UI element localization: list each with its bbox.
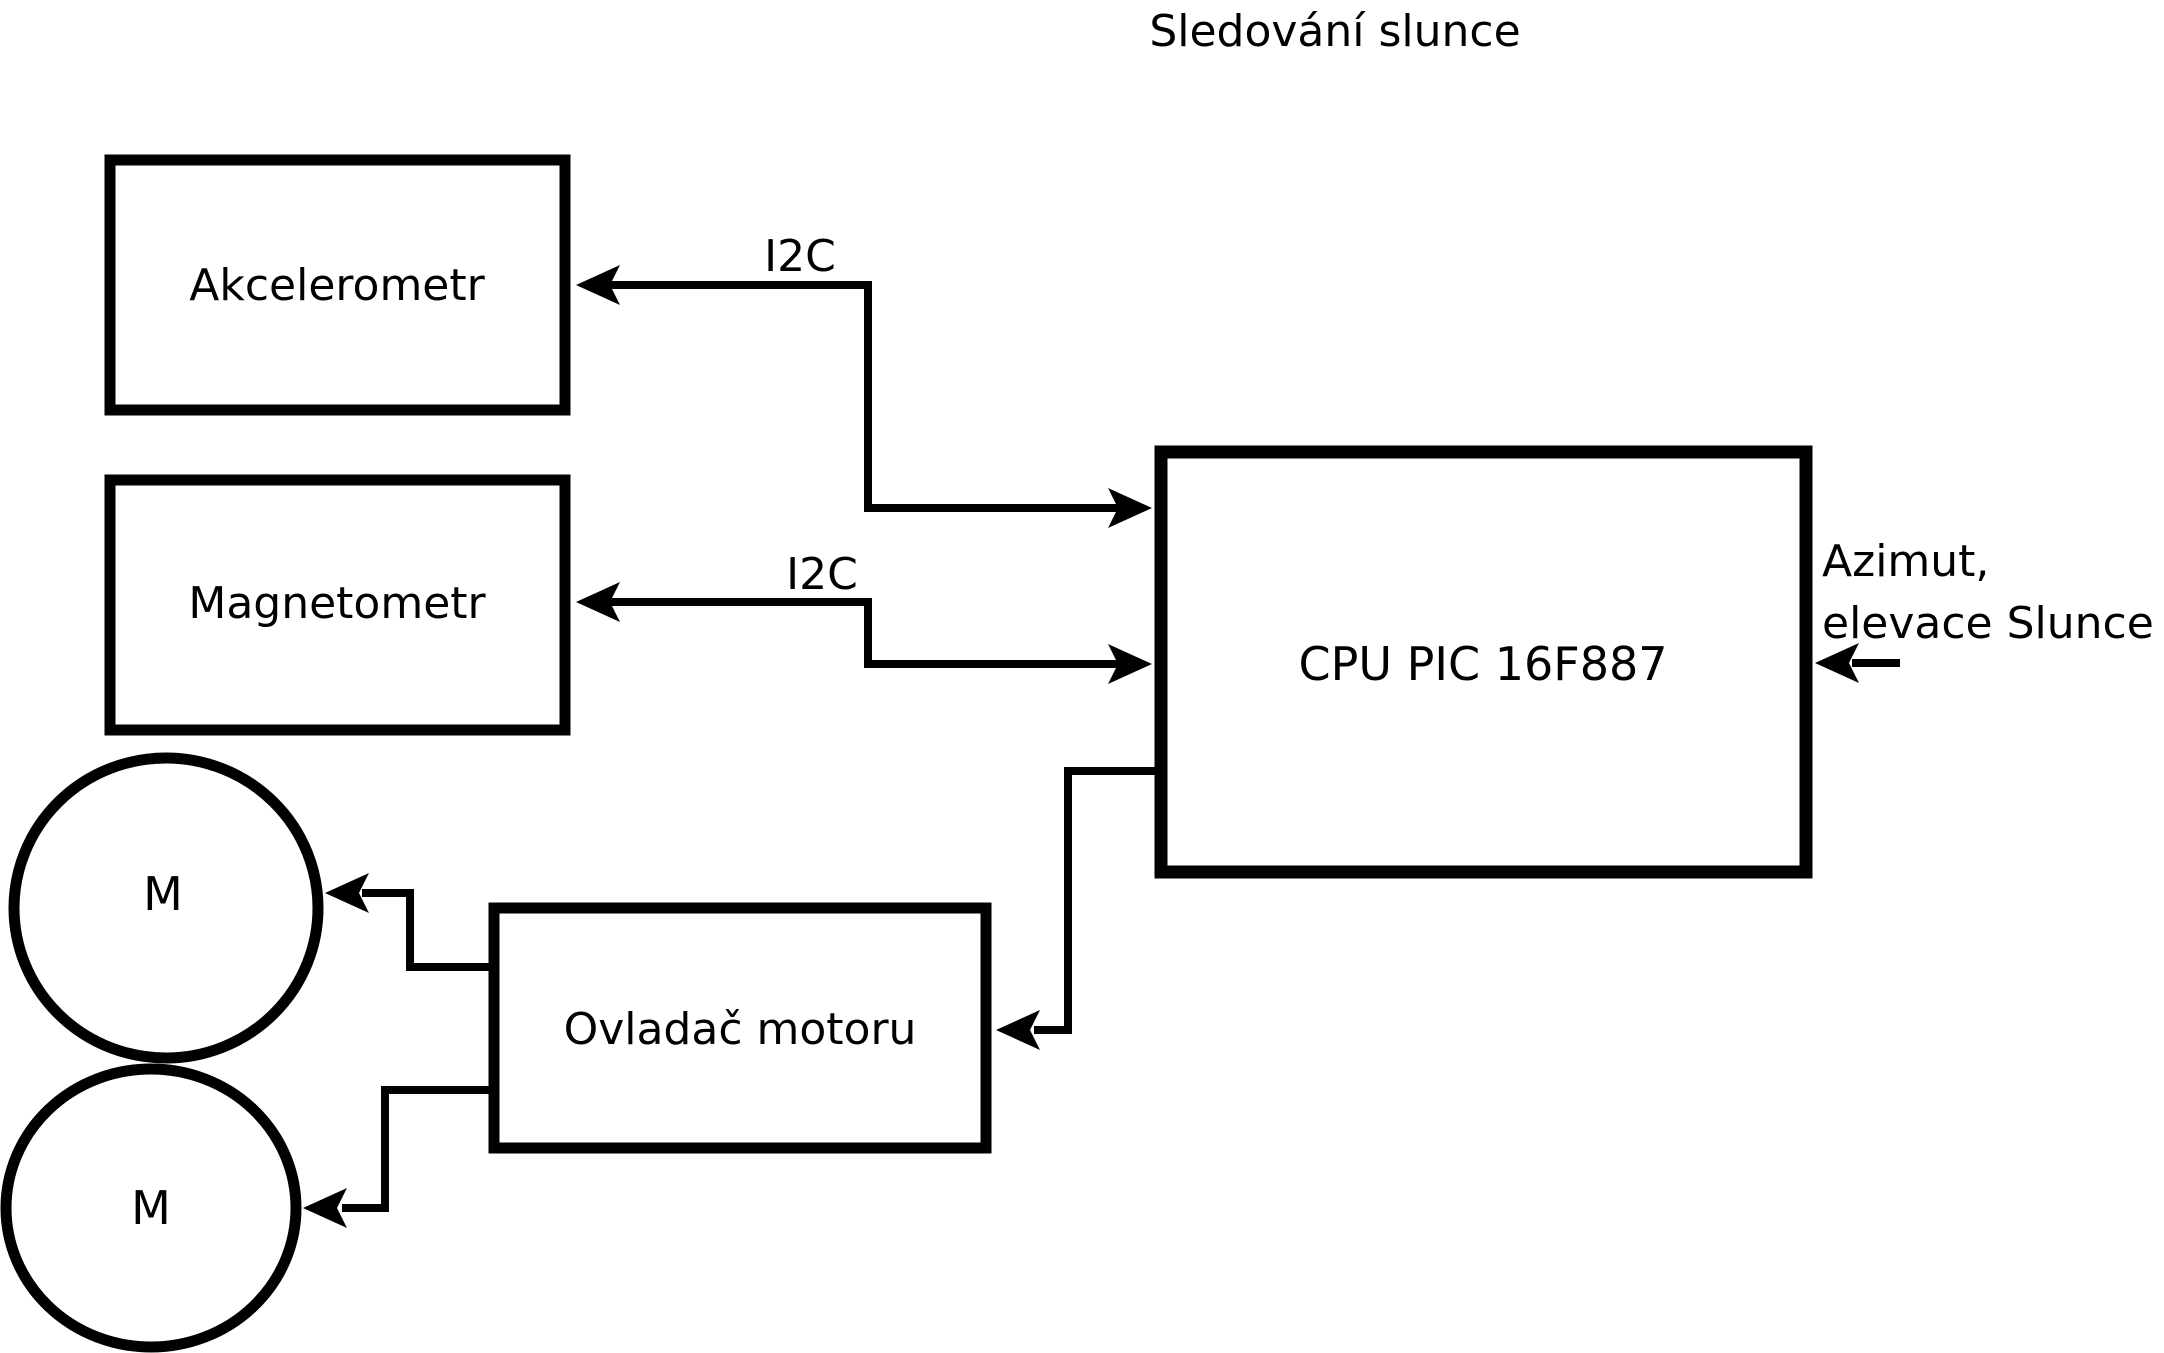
azimuth-label-line1: Azimut, [1822, 536, 1989, 587]
arrowhead-into-motor2-icon [303, 1188, 347, 1228]
motor1-label: M [143, 867, 183, 921]
arrowhead-into-magnetometer-icon [576, 582, 620, 622]
i2c-accelerometer-wire [606, 281, 1120, 512]
accelerometer-box [104, 154, 571, 416]
page-title: Sledování slunce [1149, 6, 1520, 57]
azimuth-label-line2: elevace Slunce [1822, 598, 2154, 649]
arrowhead-into-cpu-right-icon [1815, 643, 1859, 683]
accelerometer-label: Akcelerometr [189, 260, 485, 311]
motor-driver-label: Ovladač motoru [564, 1004, 917, 1055]
motor1-circle [8, 752, 324, 1064]
magnetometer-label: Magnetometr [188, 578, 486, 629]
arrowhead-into-cpu-top-icon [1108, 488, 1152, 528]
motor-driver-to-motor2-wire [342, 1086, 490, 1212]
motor-driver-box [488, 902, 992, 1154]
magnetometer-box [104, 474, 571, 736]
motor2-circle [0, 1063, 302, 1353]
i2c-magnetometer-label: I2C [786, 549, 858, 600]
arrowhead-into-motor1-icon [325, 873, 369, 913]
arrowhead-into-cpu-middle-icon [1108, 644, 1152, 684]
motor2-label: M [131, 1181, 171, 1235]
cpu-to-motor-driver-wire [1034, 767, 1156, 1034]
cpu-box [1154, 445, 1813, 879]
motor-driver-to-motor1-wire [362, 889, 490, 971]
i2c-magnetometer-wire [606, 598, 1120, 668]
i2c-accelerometer-label: I2C [764, 231, 836, 282]
arrowhead-into-accelerometer-icon [576, 265, 620, 305]
arrowhead-into-motor-driver-icon [996, 1010, 1040, 1050]
cpu-label: CPU PIC 16F887 [1299, 637, 1668, 691]
